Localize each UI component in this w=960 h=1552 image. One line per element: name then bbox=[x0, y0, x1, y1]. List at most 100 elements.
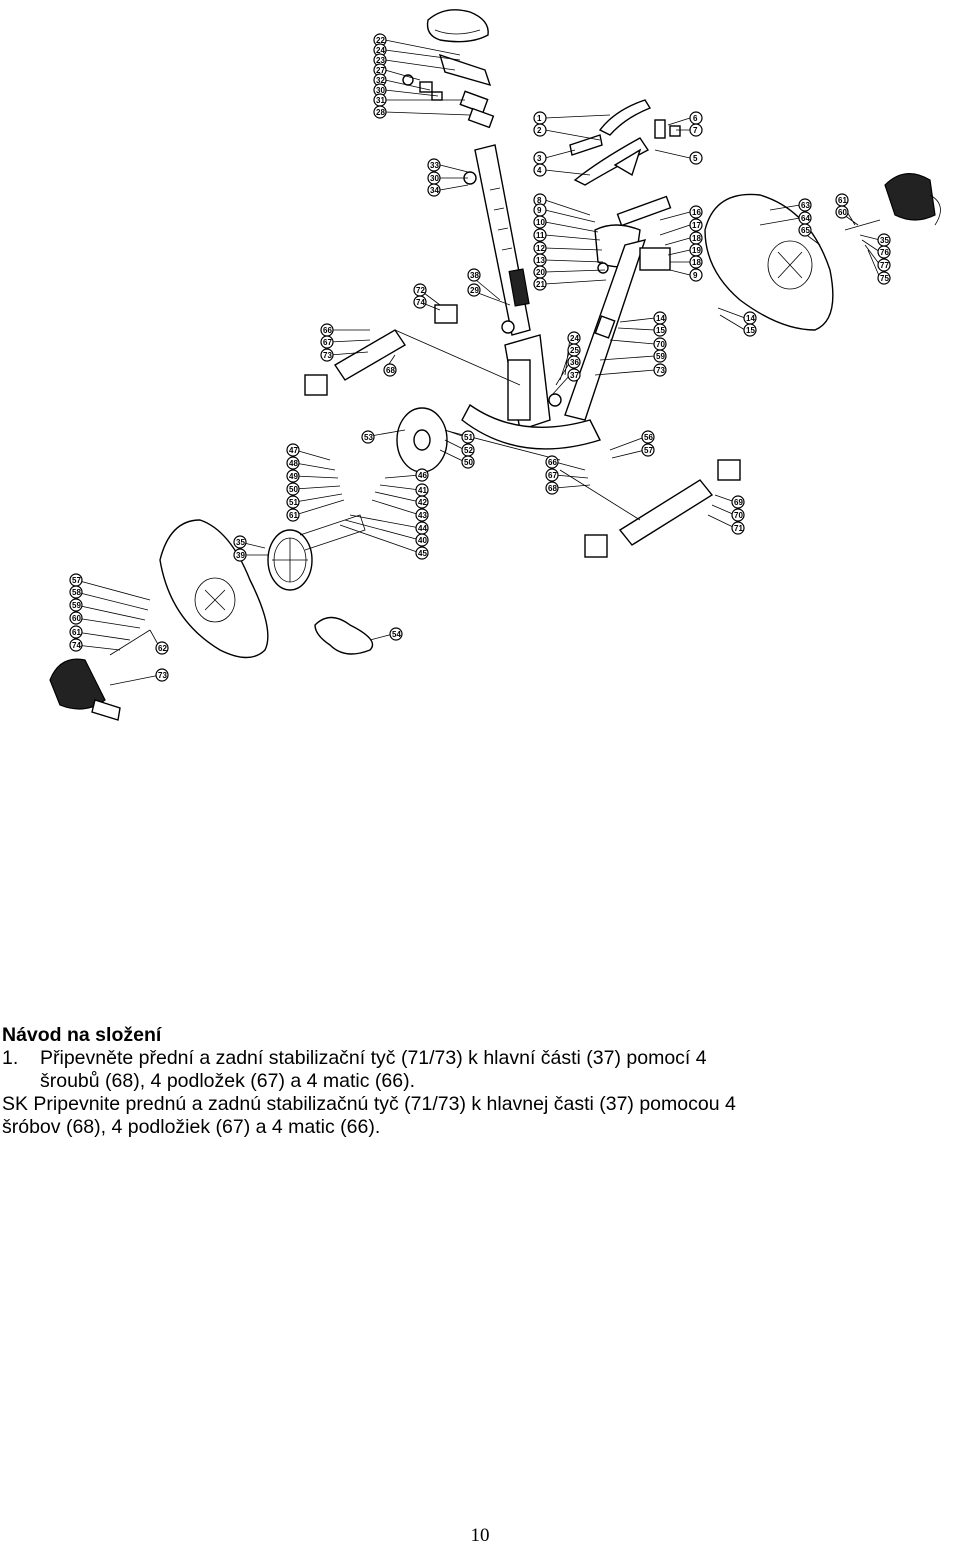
svg-text:52: 52 bbox=[464, 446, 473, 455]
svg-text:65: 65 bbox=[801, 226, 810, 235]
rear-stabilizer bbox=[304, 304, 521, 396]
pedals bbox=[49, 173, 941, 721]
svg-text:70: 70 bbox=[734, 511, 743, 520]
svg-text:33: 33 bbox=[430, 161, 439, 170]
svg-text:3: 3 bbox=[537, 154, 542, 163]
svg-text:70: 70 bbox=[656, 340, 665, 349]
seat bbox=[426, 9, 489, 43]
svg-text:53: 53 bbox=[364, 433, 373, 442]
svg-text:51: 51 bbox=[289, 498, 298, 507]
svg-text:30: 30 bbox=[430, 174, 439, 183]
svg-text:61: 61 bbox=[838, 196, 847, 205]
belt bbox=[314, 616, 374, 655]
svg-text:5: 5 bbox=[693, 154, 698, 163]
assembly-instructions: Návod na složení 1.Připevněte přední a z… bbox=[2, 1024, 958, 1139]
svg-text:35: 35 bbox=[236, 538, 245, 547]
flywheel bbox=[396, 407, 448, 473]
svg-text:6: 6 bbox=[693, 114, 698, 123]
svg-text:50: 50 bbox=[464, 458, 473, 467]
svg-text:48: 48 bbox=[289, 459, 298, 468]
svg-text:38: 38 bbox=[470, 271, 479, 280]
step-cz-line-2: šroubů (68), 4 podložek (67) a 4 matic (… bbox=[40, 1070, 416, 1092]
svg-text:74: 74 bbox=[72, 641, 81, 650]
svg-text:4: 4 bbox=[537, 166, 542, 175]
svg-text:64: 64 bbox=[801, 214, 810, 223]
svg-text:60: 60 bbox=[838, 208, 847, 217]
leader-lines bbox=[75, 39, 881, 686]
svg-text:22: 22 bbox=[376, 36, 385, 45]
svg-text:15: 15 bbox=[746, 326, 755, 335]
svg-text:72: 72 bbox=[416, 286, 425, 295]
svg-text:43: 43 bbox=[418, 511, 427, 520]
svg-text:23: 23 bbox=[376, 56, 385, 65]
svg-text:47: 47 bbox=[289, 446, 298, 455]
svg-text:61: 61 bbox=[72, 628, 81, 637]
svg-text:76: 76 bbox=[880, 248, 889, 257]
svg-text:8: 8 bbox=[537, 196, 542, 205]
handlebar-post bbox=[564, 224, 671, 421]
svg-text:2: 2 bbox=[537, 126, 542, 135]
svg-text:68: 68 bbox=[386, 366, 395, 375]
svg-text:56: 56 bbox=[644, 433, 653, 442]
svg-text:29: 29 bbox=[470, 286, 479, 295]
svg-text:14: 14 bbox=[656, 314, 665, 323]
left-cover bbox=[159, 519, 269, 659]
svg-text:59: 59 bbox=[656, 352, 665, 361]
svg-text:50: 50 bbox=[289, 485, 298, 494]
svg-text:45: 45 bbox=[418, 549, 427, 558]
svg-text:71: 71 bbox=[734, 524, 743, 533]
svg-text:62: 62 bbox=[158, 644, 167, 653]
exploded-parts-diagram: 22 24 23 27 32 30 31 28 33 30 34 1 2 3 4… bbox=[0, 0, 960, 740]
step-1: 1.Připevněte přední a zadní stabilizační… bbox=[2, 1047, 958, 1093]
svg-text:61: 61 bbox=[289, 511, 298, 520]
svg-text:18: 18 bbox=[692, 234, 701, 243]
svg-text:42: 42 bbox=[418, 498, 427, 507]
svg-text:7: 7 bbox=[693, 126, 698, 135]
svg-text:36: 36 bbox=[570, 358, 579, 367]
svg-text:40: 40 bbox=[418, 536, 427, 545]
svg-text:57: 57 bbox=[72, 576, 81, 585]
svg-text:39: 39 bbox=[236, 551, 245, 560]
section-heading: Návod na složení bbox=[2, 1024, 162, 1046]
svg-text:19: 19 bbox=[692, 246, 701, 255]
handlebar bbox=[569, 99, 681, 227]
seat-post bbox=[463, 144, 531, 336]
svg-text:63: 63 bbox=[801, 201, 810, 210]
svg-text:66: 66 bbox=[323, 326, 332, 335]
svg-text:68: 68 bbox=[548, 484, 557, 493]
svg-text:73: 73 bbox=[158, 671, 167, 680]
svg-text:24: 24 bbox=[570, 334, 579, 343]
svg-text:73: 73 bbox=[656, 366, 665, 375]
crank-wheel bbox=[267, 514, 366, 591]
svg-text:74: 74 bbox=[416, 298, 425, 307]
svg-text:60: 60 bbox=[72, 614, 81, 623]
svg-text:9: 9 bbox=[537, 206, 542, 215]
svg-text:28: 28 bbox=[376, 108, 385, 117]
svg-text:12: 12 bbox=[536, 244, 545, 253]
svg-text:58: 58 bbox=[72, 588, 81, 597]
svg-text:1: 1 bbox=[537, 114, 542, 123]
svg-text:69: 69 bbox=[734, 498, 743, 507]
seat-slider bbox=[402, 53, 495, 129]
svg-text:18: 18 bbox=[692, 258, 701, 267]
svg-text:41: 41 bbox=[418, 486, 427, 495]
svg-text:14: 14 bbox=[746, 314, 755, 323]
svg-text:16: 16 bbox=[692, 208, 701, 217]
main-frame bbox=[404, 334, 601, 461]
step-cz-line-1: Připevněte přední a zadní stabilizační t… bbox=[40, 1047, 707, 1069]
svg-text:67: 67 bbox=[548, 471, 557, 480]
svg-text:25: 25 bbox=[570, 346, 579, 355]
svg-text:35: 35 bbox=[880, 236, 889, 245]
svg-text:27: 27 bbox=[376, 66, 385, 75]
svg-text:15: 15 bbox=[656, 326, 665, 335]
svg-text:51: 51 bbox=[464, 433, 473, 442]
svg-text:21: 21 bbox=[536, 280, 545, 289]
step-1-sk: SK Pripevnite prednú a zadnú stabilizačn… bbox=[2, 1093, 958, 1139]
svg-text:9: 9 bbox=[693, 271, 698, 280]
svg-text:10: 10 bbox=[536, 218, 545, 227]
svg-text:24: 24 bbox=[376, 46, 385, 55]
svg-text:59: 59 bbox=[72, 601, 81, 610]
front-stabilizer bbox=[559, 459, 741, 558]
svg-text:17: 17 bbox=[692, 221, 701, 230]
svg-text:44: 44 bbox=[418, 524, 427, 533]
